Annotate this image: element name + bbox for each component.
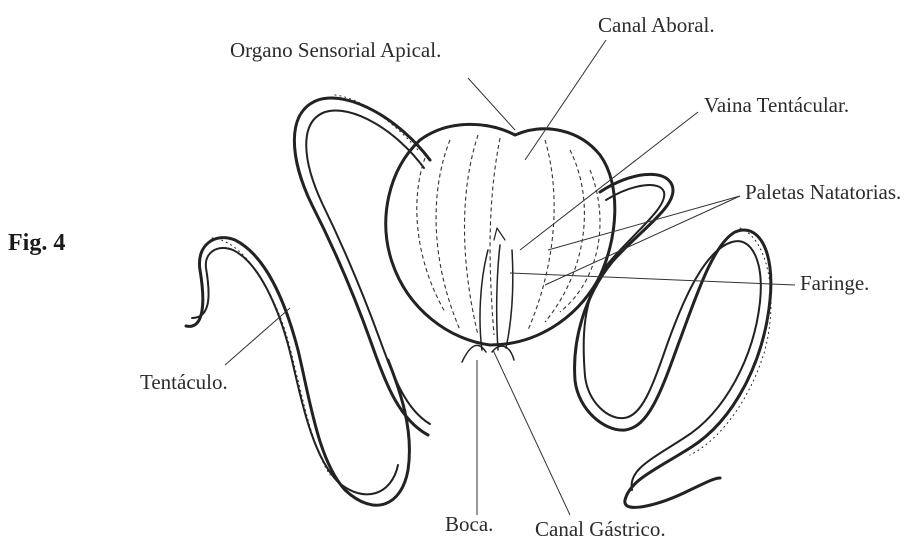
pharynx [480, 228, 513, 350]
comb-rows [417, 135, 600, 335]
label-canal-aboral: Canal Aboral. [598, 13, 715, 37]
label-canal-gastrico: Canal Gástrico. [535, 517, 666, 541]
label-vaina-tentacular: Vaina Tentácular. [704, 93, 849, 117]
label-faringe: Faringe. [800, 271, 869, 295]
label-boca: Boca. [445, 512, 493, 536]
label-paletas-natatorias: Paletas Natatorias. [745, 180, 901, 204]
label-tentaculo: Tentáculo. [140, 370, 228, 394]
label-organo-sensorial: Organo Sensorial Apical. [230, 38, 441, 62]
right-tentacle [575, 174, 771, 507]
figure-label: Fig. 4 [8, 230, 65, 256]
left-outer-tentacle [294, 95, 430, 435]
